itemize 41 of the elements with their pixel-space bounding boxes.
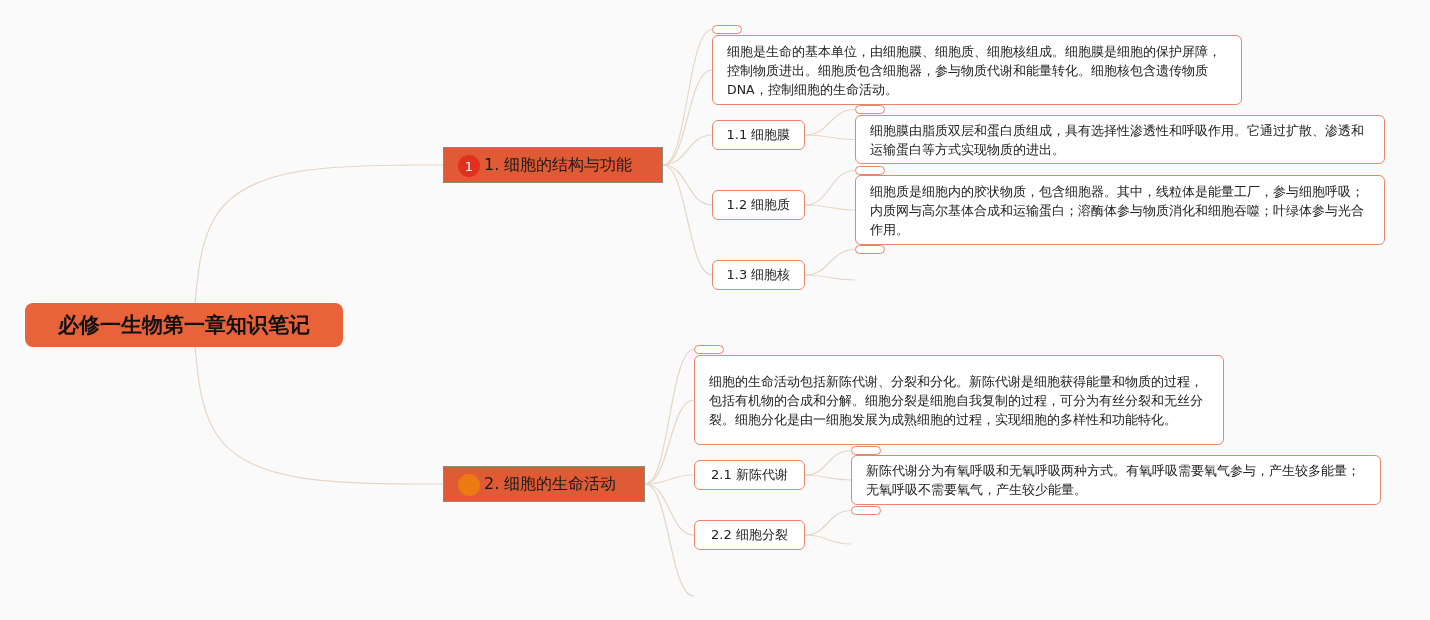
note-box: [855, 175, 1385, 245]
node-label: 1. 细胞的结构与功能: [484, 154, 633, 176]
empty-node: [855, 105, 885, 114]
note-text: 新陈代谢分为有氧呼吸和无氧呼吸两种方式。有氧呼吸需要氧气参与，产生较多能量；无氧呼吸不需要氧气，产生较少能量。: [866, 462, 1361, 499]
node-label: 1.3 细胞核: [726, 266, 791, 284]
empty-node: [855, 166, 885, 175]
note-box: [712, 35, 1242, 105]
note-box: [694, 355, 1224, 445]
note-text: 细胞是生命的基本单位，由细胞膜、细胞质、细胞核组成。细胞膜是细胞的保护屏障，控制物质进出。细胞质包含细胞器，参与物质代谢和能量转化。细胞核包含遗传物质DNA，控制细胞的生命活动。: [727, 42, 1222, 99]
topic-box: [443, 147, 663, 183]
subtopic-box: [712, 120, 805, 150]
number-badge: 1: [458, 155, 480, 177]
node-label: 1.1 细胞膜: [726, 126, 791, 144]
empty-node: [851, 506, 881, 515]
node-label: 2.2 细胞分裂: [711, 526, 788, 544]
empty-node: [712, 25, 742, 34]
subtopic-box: [712, 190, 805, 220]
node-label: 2. 细胞的生命活动: [484, 473, 617, 495]
note-text: 细胞的生命活动包括新陈代谢、分裂和分化。新陈代谢是细胞获得能量和物质的过程，包括有机物的合成和分解。细胞分裂是细胞自我复制的过程，可分为有丝分裂和无丝分裂。细胞分化是由一细胞发展为成熟细胞的过程，实现细胞的多样性和功能特化。: [709, 372, 1204, 429]
topic-box: [443, 466, 645, 502]
empty-node: [851, 446, 881, 455]
subtopic-box: [694, 520, 805, 550]
connector-line: [194, 346, 444, 485]
connector-line: [804, 134, 856, 141]
connector-line: [804, 534, 852, 545]
note-text: 细胞质是细胞内的胶状物质，包含细胞器。其中，线粒体是能量工厂，参与细胞呼吸；内质网与高尔基体合成和运输蛋白；溶酶体参与物质消化和细胞吞噬；叶绿体参与光合作用。: [870, 182, 1365, 239]
node-label: 2.1 新陈代谢: [711, 466, 788, 484]
connector-line: [804, 274, 856, 281]
connector-line: [804, 204, 856, 211]
subtopic-box: [712, 260, 805, 290]
central-topic: [25, 303, 343, 347]
connector-line: [194, 164, 444, 304]
note-box: [851, 455, 1381, 505]
note-text: 细胞膜由脂质双层和蛋白质组成，具有选择性渗透性和呼吸作用。它通过扩散、渗透和运输蛋白等方式实现物质的进出。: [870, 121, 1365, 159]
note-box: [855, 115, 1385, 164]
empty-node: [855, 245, 885, 254]
node-label: 必修一生物第一章知识笔记: [58, 312, 310, 339]
empty-node: [694, 345, 724, 354]
connector-line: [804, 474, 852, 481]
node-label: 1.2 细胞质: [726, 196, 791, 214]
subtopic-box: [694, 460, 805, 490]
